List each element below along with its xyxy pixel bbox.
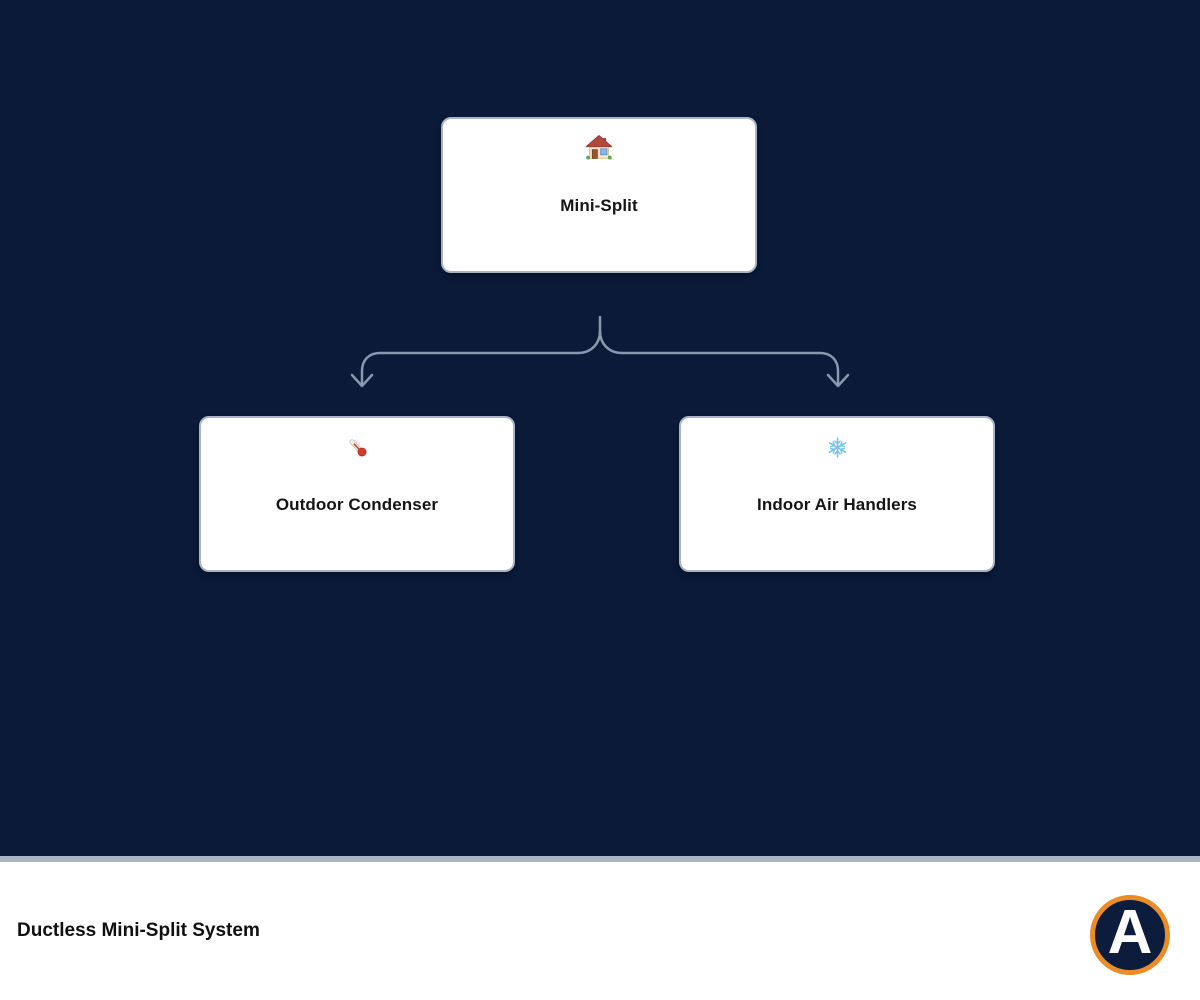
- logo-letter: A: [1107, 898, 1153, 967]
- brand-logo: A: [1090, 895, 1170, 975]
- arrowhead-left: [350, 373, 374, 388]
- node-outdoor-condenser: Outdoor Condenser: [199, 416, 515, 572]
- node-label-mini-split: Mini-Split: [560, 196, 638, 215]
- node-mini-split: Mini-Split: [441, 117, 757, 273]
- arrowhead-right: [826, 373, 850, 388]
- house-icon: [584, 132, 614, 164]
- connector-left: [360, 315, 602, 386]
- node-indoor-air-handlers: Indoor Air Handlers: [679, 416, 995, 572]
- node-label-outdoor-condenser: Outdoor Condenser: [275, 495, 439, 514]
- node-label-indoor-air-handlers: Indoor Air Handlers: [757, 495, 917, 514]
- footer-bar: Ductless Mini-Split System A: [0, 856, 1200, 1000]
- connector-right: [598, 329, 840, 386]
- diagram-canvas: Mini-Split Outdoor Condenser: [0, 0, 1200, 856]
- snowflake-icon: [824, 431, 851, 463]
- thermometer-icon: [344, 431, 371, 463]
- diagram-title: Ductless Mini-Split System: [17, 920, 260, 941]
